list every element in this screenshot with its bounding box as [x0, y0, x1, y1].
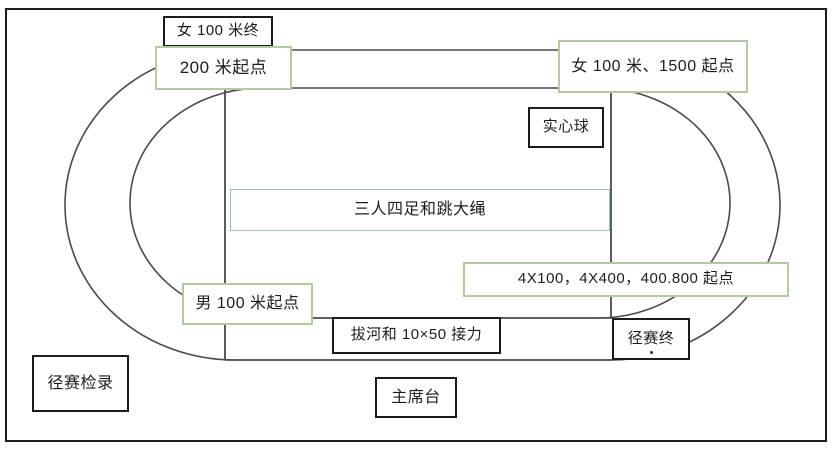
label-box-tug-of-war-relay: 拔河和 10×50 接力: [332, 317, 501, 354]
rostrum-text: 主席台: [391, 388, 441, 406]
label-box-three-legged-jump-rope: 三人四足和跳大绳: [230, 189, 610, 231]
three-legged-jump-rope-text: 三人四足和跳大绳: [353, 201, 486, 219]
track-check-in-text: 径赛检录: [47, 374, 114, 392]
label-box-women-100m-finish: 女 100 米终: [163, 16, 273, 47]
200m-start-text: 200 米起点: [179, 57, 268, 77]
shot-put-text: 实心球: [542, 118, 590, 136]
track-finish-text: 径赛终: [627, 329, 675, 347]
label-box-track-finish: 径赛终: [612, 318, 690, 360]
women-100m-finish-text: 女 100 米终: [176, 22, 260, 40]
track-finish-dot: [650, 351, 653, 354]
label-box-women-100-1500-start: 女 100 米、1500 起点: [558, 40, 748, 93]
label-box-200m-start: 200 米起点: [155, 46, 292, 90]
men-100m-start-text: 男 100 米起点: [195, 295, 300, 313]
label-box-track-check-in: 径赛检录: [32, 355, 129, 412]
label-box-men-100m-start: 男 100 米起点: [182, 283, 313, 325]
relay-starts-text: 4X100，4X400，400.800 起点: [517, 270, 735, 288]
women-100-1500-start-text: 女 100 米、1500 起点: [571, 57, 735, 75]
tug-of-war-relay-text: 拔河和 10×50 接力: [350, 326, 483, 344]
label-box-rostrum: 主席台: [375, 377, 457, 418]
label-box-relay-starts: 4X100，4X400，400.800 起点: [463, 262, 789, 297]
label-box-shot-put: 实心球: [528, 107, 604, 148]
